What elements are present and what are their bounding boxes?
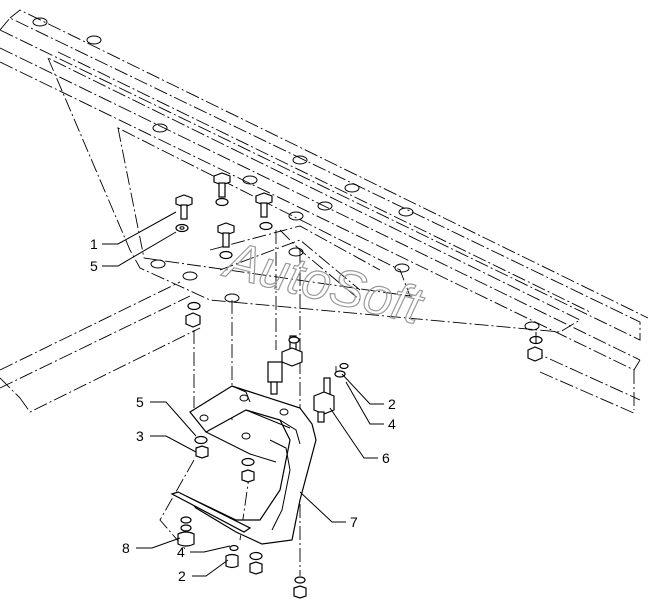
bolt-upper-1 bbox=[175, 194, 193, 220]
callout-5-upper: 5 bbox=[90, 258, 98, 274]
callout-6: 6 bbox=[382, 450, 390, 466]
bolt-upper-3 bbox=[255, 192, 273, 218]
rubber-mount-left bbox=[267, 335, 303, 395]
callout-5-lower: 5 bbox=[136, 394, 144, 410]
frame-nuts bbox=[185, 301, 543, 362]
callout-1: 1 bbox=[90, 236, 98, 252]
frame-rail-upper bbox=[0, 9, 649, 410]
callout-8: 8 bbox=[122, 540, 130, 556]
frame-rail-lower bbox=[0, 281, 641, 415]
bolt-upper-2 bbox=[213, 172, 231, 198]
callout-2-lower: 2 bbox=[178, 568, 186, 584]
callout-3: 3 bbox=[136, 428, 144, 444]
washer-upper bbox=[175, 197, 273, 260]
rubber-mount-right bbox=[313, 362, 349, 423]
bolt-upper-4 bbox=[217, 222, 235, 248]
callout-4-upper: 4 bbox=[388, 416, 396, 432]
bracket-assembly bbox=[170, 385, 317, 545]
callout-7: 7 bbox=[350, 514, 358, 530]
bracket-hardware bbox=[177, 435, 307, 599]
callout-2-upper: 2 bbox=[388, 396, 396, 412]
mounting-holes bbox=[32, 17, 540, 331]
callout-4-lower: 4 bbox=[177, 544, 185, 560]
leader-lines bbox=[102, 211, 384, 577]
watermark-text: AutoSoft bbox=[217, 230, 430, 336]
callout-labels: 1 5 5 3 8 4 2 2 4 6 7 bbox=[90, 236, 396, 584]
